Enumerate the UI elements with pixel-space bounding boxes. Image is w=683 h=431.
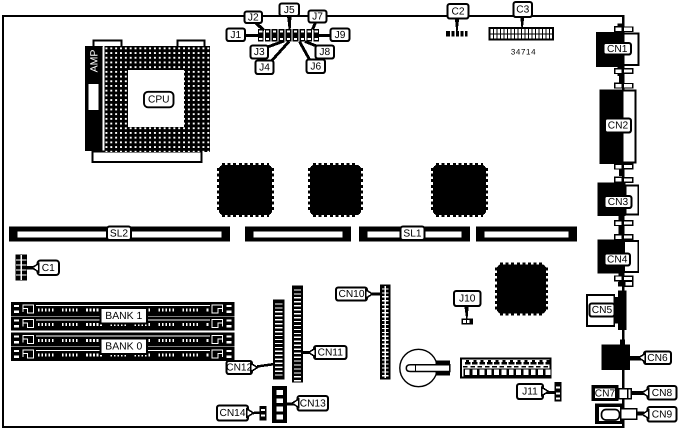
svg-text:SL2: SL2 <box>110 228 128 239</box>
svg-text:J7: J7 <box>312 12 323 23</box>
svg-text:BANK 0: BANK 0 <box>105 342 142 353</box>
svg-text:J3: J3 <box>254 47 265 58</box>
svg-text:CN3: CN3 <box>608 197 629 208</box>
svg-text:CN8: CN8 <box>652 388 673 399</box>
svg-text:J8: J8 <box>319 47 330 58</box>
svg-text:J6: J6 <box>310 61 321 72</box>
svg-text:CN4: CN4 <box>607 255 628 266</box>
svg-text:SL1: SL1 <box>403 228 421 239</box>
svg-text:CN9: CN9 <box>652 409 673 420</box>
svg-text:CN5: CN5 <box>592 305 613 316</box>
svg-text:AMP: AMP <box>88 50 100 73</box>
svg-text:34714: 34714 <box>511 48 536 57</box>
svg-text:CN2: CN2 <box>608 121 629 132</box>
svg-text:J5: J5 <box>284 5 295 16</box>
svg-text:CN6: CN6 <box>647 353 668 364</box>
svg-text:C2: C2 <box>451 6 464 17</box>
svg-text:J4: J4 <box>259 62 270 73</box>
svg-text:CN7: CN7 <box>595 388 616 399</box>
svg-text:C1: C1 <box>42 263 55 274</box>
svg-text:BANK 1: BANK 1 <box>105 311 142 322</box>
svg-text:J10: J10 <box>459 294 476 305</box>
svg-text:J9: J9 <box>335 30 346 41</box>
svg-text:J1: J1 <box>230 30 241 41</box>
svg-text:C3: C3 <box>516 5 529 16</box>
svg-text:CN14: CN14 <box>219 408 245 419</box>
svg-text:CN13: CN13 <box>300 398 326 409</box>
svg-text:J11: J11 <box>522 387 538 398</box>
svg-text:CPU: CPU <box>148 95 170 106</box>
svg-text:CN1: CN1 <box>607 44 628 55</box>
svg-text:J2: J2 <box>248 12 259 23</box>
svg-text:CN10: CN10 <box>338 289 364 300</box>
svg-text:CN12: CN12 <box>226 363 252 374</box>
svg-text:CN11: CN11 <box>318 348 344 359</box>
